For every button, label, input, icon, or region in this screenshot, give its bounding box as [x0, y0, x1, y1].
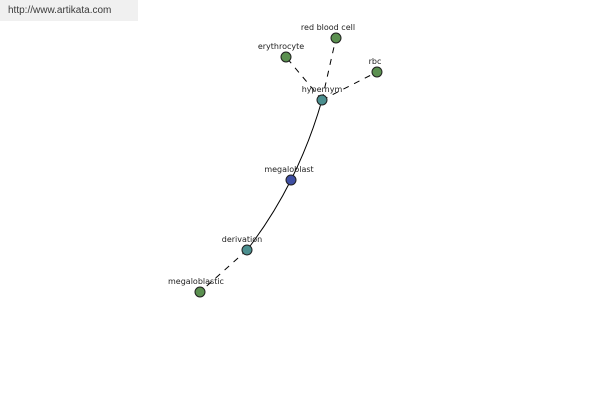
- artikata-url-watermark: http://www.artikata.com: [0, 0, 138, 21]
- edge-derivation-megaloblastic: [199, 249, 248, 293]
- edge-hypernym-rbc: [321, 71, 378, 101]
- graph-labels: megaloblast hypernym derivation erythrocyte…: [168, 23, 381, 286]
- node-red-blood-cell[interactable]: [330, 32, 342, 44]
- node-rbc[interactable]: [371, 66, 383, 78]
- node-label-red-blood-cell: red blood cell: [301, 23, 355, 32]
- graph-nodes: [194, 32, 383, 298]
- edge-megaloblast-hypernym: [290, 99, 323, 181]
- node-derivation[interactable]: [241, 244, 253, 256]
- node-label-megaloblast: megaloblast: [264, 165, 313, 174]
- node-label-derivation: derivation: [222, 235, 262, 244]
- node-megaloblast[interactable]: [285, 174, 297, 186]
- edge-hypernym-erythrocyte: [285, 56, 323, 101]
- node-label-rbc: rbc: [369, 57, 382, 66]
- node-hypernym[interactable]: [316, 94, 328, 106]
- node-label-hypernym: hypernym: [302, 85, 343, 94]
- graph-edges: [199, 37, 378, 293]
- node-label-megaloblastic: megaloblastic: [168, 277, 224, 286]
- node-label-erythrocyte: erythrocyte: [258, 42, 304, 51]
- node-megaloblastic[interactable]: [194, 286, 206, 298]
- edge-megaloblast-derivation: [246, 179, 292, 251]
- node-erythrocyte[interactable]: [280, 51, 292, 63]
- edge-hypernym-red-blood-cell: [321, 37, 337, 101]
